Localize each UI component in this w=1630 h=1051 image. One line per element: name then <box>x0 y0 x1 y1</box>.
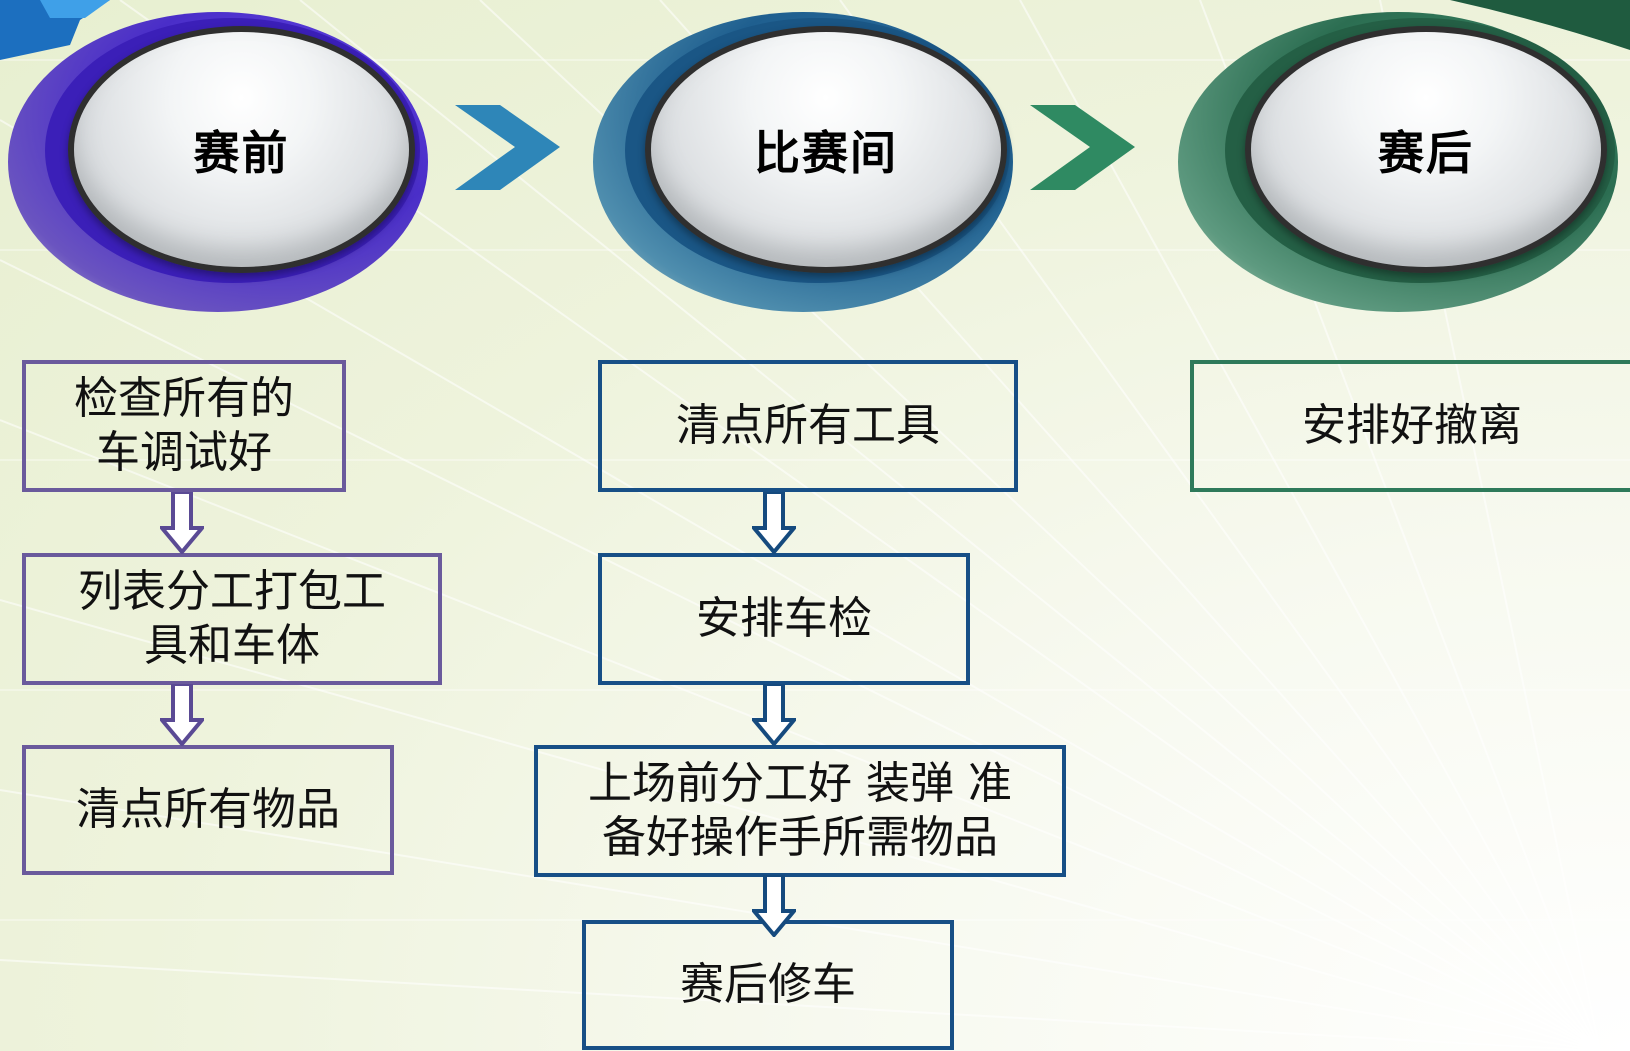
step-text: 赛后修车 <box>680 959 856 1010</box>
step-text: 清点所有工具 <box>676 400 940 451</box>
stage-button-pre[interactable]: 赛前 <box>68 26 415 273</box>
down-arrow-icon <box>160 492 204 554</box>
step-text: 上场前分工好 装弹 准 备好操作手所需物品 <box>588 758 1012 863</box>
chevron-right-icon <box>455 105 560 190</box>
stage-title-during: 比赛间 <box>754 125 898 180</box>
step-box: 安排车检 <box>598 553 970 685</box>
corner-swoosh-decoration <box>1450 0 1630 50</box>
step-text: 检查所有的 车调试好 <box>74 373 294 478</box>
down-arrow-icon <box>752 492 796 554</box>
step-box: 上场前分工好 装弹 准 备好操作手所需物品 <box>534 745 1066 877</box>
down-arrow-icon <box>160 684 204 746</box>
stage-title-pre: 赛前 <box>193 125 290 180</box>
step-box: 赛后修车 <box>582 920 954 1050</box>
step-box: 检查所有的 车调试好 <box>22 360 346 492</box>
chevron-right-icon <box>1030 105 1135 190</box>
step-text: 安排车检 <box>696 593 872 644</box>
corner-cube-decoration <box>0 0 110 60</box>
stage-button-during[interactable]: 比赛间 <box>645 26 1007 273</box>
stage-button-post[interactable]: 赛后 <box>1245 26 1607 273</box>
down-arrow-icon <box>752 684 796 746</box>
step-box: 列表分工打包工 具和车体 <box>22 553 442 685</box>
down-arrow-icon <box>752 875 796 937</box>
step-box: 安排好撤离 <box>1190 360 1630 492</box>
step-text: 安排好撤离 <box>1302 400 1522 451</box>
step-text: 列表分工打包工 具和车体 <box>78 566 386 671</box>
stage-title-post: 赛后 <box>1378 125 1474 180</box>
step-box: 清点所有工具 <box>598 360 1018 492</box>
step-box: 清点所有物品 <box>22 745 394 875</box>
step-text: 清点所有物品 <box>76 784 340 835</box>
